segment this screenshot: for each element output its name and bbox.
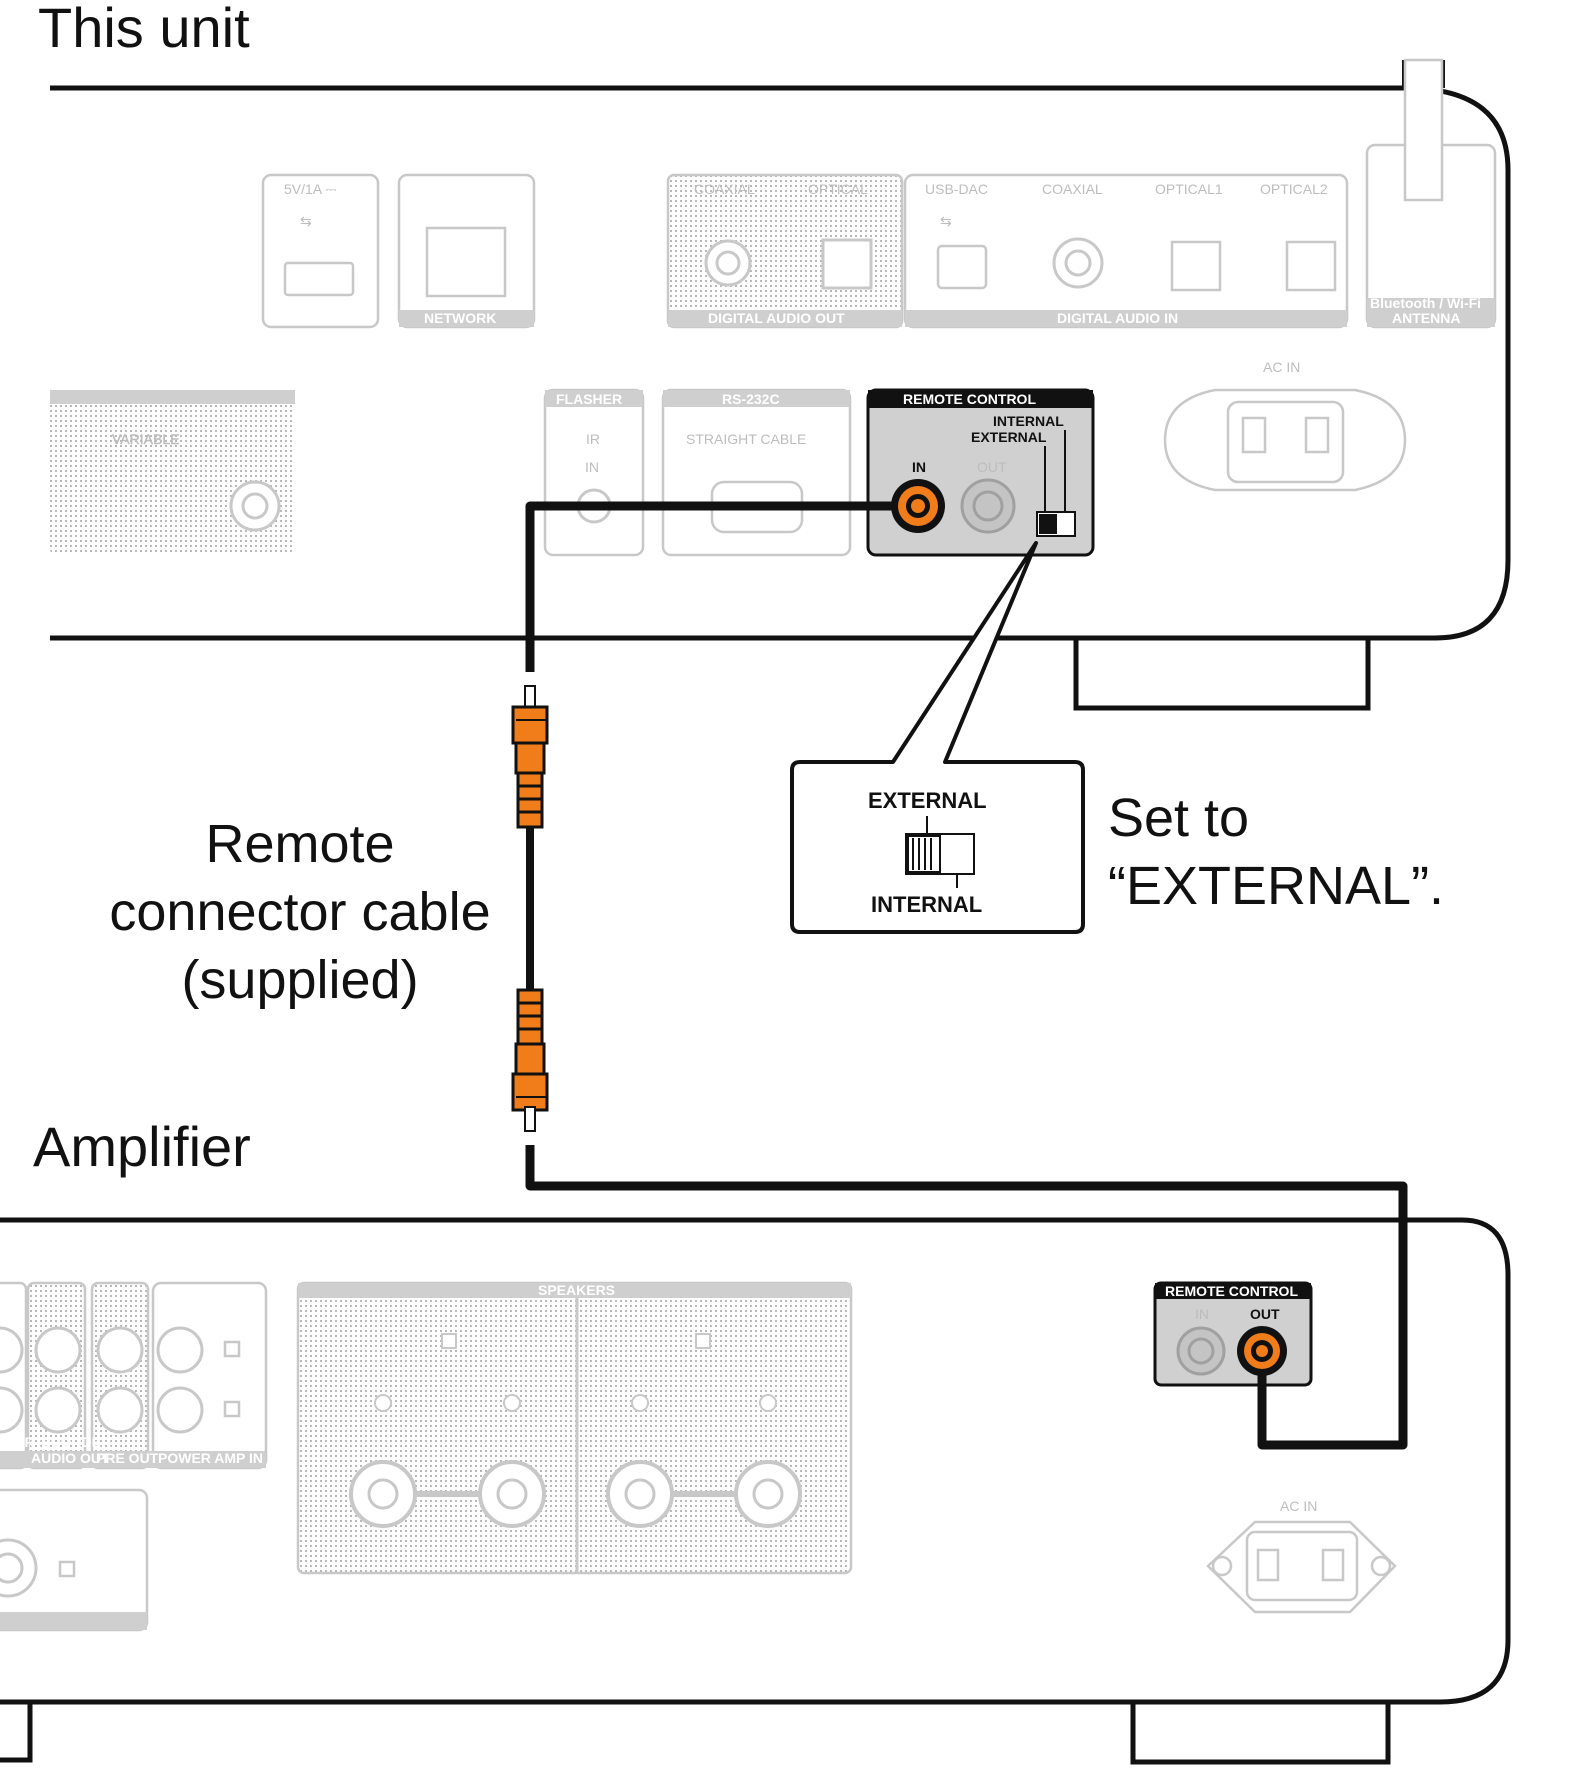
digital-audio-in: USB-DAC COAXIAL OPTICAL1 OPTICAL2 ⇆ DIGI…: [903, 173, 1349, 329]
svg-text:REMOTE CONTROL: REMOTE CONTROL: [1165, 1283, 1298, 1299]
svg-text:IN: IN: [585, 459, 599, 475]
unit-remote-in-jack: [891, 479, 945, 533]
svg-text:AC IN: AC IN: [1263, 359, 1300, 375]
svg-text:AUDIO OUT: AUDIO OUT: [31, 1450, 110, 1466]
svg-text:“EXTERNAL”.: “EXTERNAL”.: [1108, 856, 1444, 916]
svg-text:COAXIAL: COAXIAL: [694, 181, 755, 197]
svg-text:IR: IR: [586, 431, 600, 447]
variable-out: VARIABLE: [50, 390, 295, 555]
unit-chassis: [50, 60, 1511, 711]
rs232c-port: RS-232C STRAIGHT CABLE: [661, 388, 852, 557]
svg-text:⇆: ⇆: [300, 213, 312, 229]
svg-text:FLASHER: FLASHER: [556, 391, 622, 407]
svg-text:EXTERNAL: EXTERNAL: [868, 788, 987, 813]
svg-text:REMOTE CONTROL: REMOTE CONTROL: [903, 391, 1036, 407]
unit-title: This unit: [38, 0, 250, 59]
svg-text:PRE OUT: PRE OUT: [96, 1450, 159, 1466]
svg-text:RECORDER: RECORDER: [31, 1434, 111, 1450]
digital-audio-out: COAXIAL OPTICAL DIGITAL AUDIO OUT: [666, 173, 904, 329]
svg-text:NETWORK: NETWORK: [424, 310, 496, 326]
svg-text:DIGITAL AUDIO OUT: DIGITAL AUDIO OUT: [708, 310, 845, 326]
amp-speakers-panel: SPEAKERS: [296, 1281, 853, 1575]
svg-text:DIGITAL AUDIO IN: DIGITAL AUDIO IN: [1057, 310, 1178, 326]
svg-text:USB-DAC: USB-DAC: [925, 181, 988, 197]
amp-remote-out-jack: [1237, 1326, 1287, 1376]
svg-text:Bluetooth / Wi-Fi: Bluetooth / Wi-Fi: [1370, 295, 1481, 311]
svg-text:⇆: ⇆: [940, 213, 952, 229]
antenna-panel: Bluetooth / Wi-Fi ANTENNA: [1365, 58, 1497, 329]
svg-text:INTERNAL: INTERNAL: [993, 413, 1064, 429]
svg-text:OPTICAL2: OPTICAL2: [1260, 181, 1328, 197]
amp-ac-inlet: AC IN: [1206, 1498, 1397, 1614]
svg-text:AC IN: AC IN: [1280, 1498, 1317, 1514]
svg-text:OPTICAL: OPTICAL: [808, 181, 868, 197]
svg-text:COAXIAL: COAXIAL: [1042, 181, 1103, 197]
amp-remote-control-panel: REMOTE CONTROL IN OUT: [1153, 1281, 1313, 1387]
setting-note: Set to “EXTERNAL”.: [1108, 788, 1444, 916]
amp-recorder-outputs: RDER RECORDER AUDIO OUT PRE OUT POWER AM…: [0, 1281, 268, 1632]
svg-text:5V/1A ⎓: 5V/1A ⎓: [284, 181, 336, 197]
svg-text:VARIABLE: VARIABLE: [112, 431, 179, 447]
flasher-port: FLASHER IR IN: [543, 388, 645, 557]
svg-text:(supplied): (supplied): [181, 950, 418, 1010]
usb-power-port: 5V/1A ⎓ ⇆: [261, 173, 380, 329]
svg-text:SPEAKERS: SPEAKERS: [538, 1282, 615, 1298]
amplifier-chassis: [0, 1217, 1511, 1765]
svg-text:OPTICAL1: OPTICAL1: [1155, 181, 1223, 197]
svg-text:STRAIGHT CABLE: STRAIGHT CABLE: [686, 431, 806, 447]
cable-label: Remote connector cable (supplied): [109, 814, 490, 1010]
remote-connector-cable: [511, 501, 1408, 1450]
svg-text:Set to: Set to: [1108, 788, 1249, 848]
svg-text:Remote: Remote: [205, 814, 394, 874]
switch-callout: EXTERNAL INTERNAL: [790, 541, 1085, 934]
svg-text:connector cable: connector cable: [109, 882, 490, 942]
svg-text:RDER: RDER: [0, 1434, 35, 1450]
svg-text:RS-232C: RS-232C: [722, 391, 780, 407]
svg-text:INTERNAL: INTERNAL: [871, 892, 982, 917]
unit-ac-inlet: AC IN: [1163, 359, 1407, 492]
network-port: NETWORK: [397, 173, 536, 329]
svg-text:IN: IN: [912, 459, 926, 475]
svg-text:IN: IN: [1195, 1306, 1209, 1322]
unit-remote-control-panel: REMOTE CONTROL INTERNAL EXTERNAL IN OUT: [866, 388, 1095, 557]
svg-text:OUT: OUT: [977, 459, 1007, 475]
amplifier-title: Amplifier: [33, 1115, 251, 1178]
svg-text:OUT: OUT: [1250, 1306, 1280, 1322]
svg-text:EXTERNAL: EXTERNAL: [971, 429, 1047, 445]
svg-text:ANTENNA: ANTENNA: [1392, 310, 1460, 326]
svg-text:POWER AMP IN: POWER AMP IN: [158, 1450, 263, 1466]
